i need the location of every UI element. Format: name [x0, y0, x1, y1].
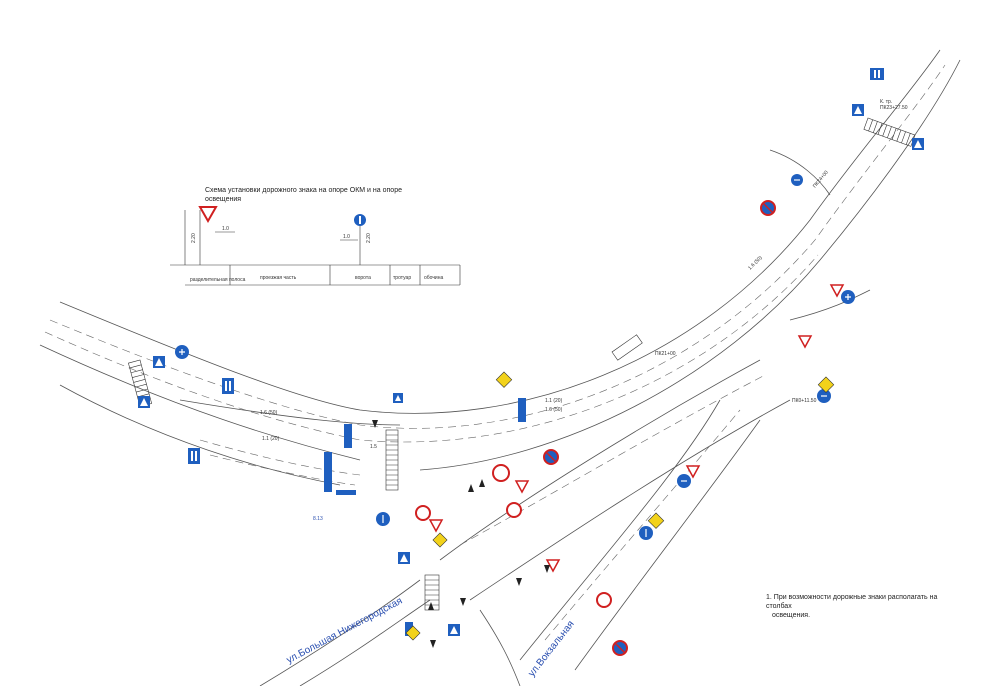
picket-pk2: ПК24+00	[812, 170, 830, 190]
small-code-label: 8.13	[313, 516, 323, 522]
no-stopping-sign-icon	[760, 200, 776, 216]
scheme-dim-w-right: 1.0	[343, 234, 350, 240]
marking-label-5: 1.5	[370, 444, 377, 450]
marking-label-1: 1.1 (20)	[545, 398, 563, 404]
direction-arrow-sign-icon	[376, 512, 390, 526]
direction-arrow-sign-icon	[175, 345, 189, 359]
direction-arrow-sign-icon	[791, 174, 803, 186]
scheme-cell-2: проезжая часть	[260, 275, 297, 281]
lane-direction-sign-icon	[405, 622, 413, 636]
marking-label-4: 1.1 (20)	[262, 436, 280, 442]
lane-direction-sign-icon	[324, 452, 332, 492]
sign-installation-scheme	[170, 210, 461, 286]
scheme-dim-h-right: 2.20	[366, 233, 372, 243]
give-way-sign-icon	[797, 335, 813, 349]
give-way-sign-icon	[685, 465, 701, 479]
km-label: К. тр.	[880, 99, 892, 105]
picket-pk4: ПК0+11.50	[792, 398, 817, 404]
lane-arrows	[372, 420, 550, 648]
pedestrian-crossing-sign-icon	[448, 624, 460, 636]
priority-road-sign-icon	[495, 371, 513, 388]
lane-direction-sign-icon	[188, 448, 200, 464]
scheme-cell-5: обочина	[424, 275, 443, 281]
marking-label-6: 1.6 (50)	[747, 255, 764, 272]
give-way-sign-icon	[428, 519, 444, 533]
priority-road-sign-icon	[405, 625, 421, 641]
lane-direction-sign-icon	[344, 424, 352, 448]
pedestrian-crossing-sign-icon	[912, 138, 924, 150]
pedestrian-crossing-sign-icon	[393, 393, 403, 403]
lane-direction-sign-icon	[870, 68, 884, 80]
lane-direction-sign-icon	[518, 398, 526, 422]
priority-road-sign-icon	[432, 532, 448, 548]
marking-label-3: 1.6 (50)	[260, 410, 278, 416]
pedestrian-crossing-sign-icon	[153, 356, 165, 368]
crosswalk-center	[385, 429, 399, 491]
priority-road-sign-icon	[817, 376, 835, 393]
give-way-sign-icon	[545, 559, 561, 573]
no-stopping-sign-icon	[612, 640, 628, 656]
pedestrian-crossing-sign-icon	[138, 396, 150, 408]
crosswalk-mid	[611, 334, 643, 361]
no-u-turn-sign-icon	[596, 592, 612, 608]
scheme-cell-4: тротуар	[393, 275, 411, 281]
no-stopping-sign-icon	[543, 449, 559, 465]
drawing-note: 1. При возможности дорожные знаки распол…	[766, 593, 956, 620]
lane-direction-sign-icon	[222, 378, 234, 394]
note-line-2: освещения.	[772, 612, 811, 620]
priority-road-sign-icon	[647, 512, 665, 529]
scheme-sign-info	[354, 214, 366, 226]
picket-pk3: ПК21+00	[655, 351, 676, 357]
road-signs	[138, 68, 924, 656]
direction-arrow-sign-icon	[639, 526, 653, 540]
no-u-turn-sign-icon	[492, 464, 510, 482]
pedestrian-crossing-sign-icon	[398, 552, 410, 564]
direction-arrow-sign-icon	[817, 389, 831, 403]
direction-arrow-sign-icon	[841, 290, 855, 304]
scheme-dim-w-left: 1.0	[222, 226, 229, 232]
note-line-1: 1. При возможности дорожные знаки распол…	[766, 594, 938, 611]
marking-label-2: 1.6 (50)	[545, 407, 563, 413]
lane-direction-sign-icon	[336, 490, 356, 495]
give-way-sign-icon	[829, 284, 845, 298]
scheme-cell-3: ворота	[355, 275, 371, 281]
pedestrian-crossing-sign-icon	[852, 104, 864, 116]
no-u-turn-sign-icon	[506, 502, 522, 518]
crosswalk-top	[863, 117, 916, 147]
scheme-title: Схема установки дорожного знака на опоре…	[205, 187, 402, 204]
picket-pk1: ПК23+27.50	[880, 105, 908, 111]
no-u-turn-sign-icon	[415, 505, 431, 521]
scheme-cell-1: разделительная полоса	[190, 277, 246, 283]
scheme-dim-h-left: 2.20	[191, 233, 197, 243]
give-way-sign-icon	[514, 480, 530, 494]
direction-arrow-sign-icon	[677, 474, 691, 488]
scheme-sign-give-way	[198, 206, 218, 224]
road-edges	[39, 49, 961, 686]
